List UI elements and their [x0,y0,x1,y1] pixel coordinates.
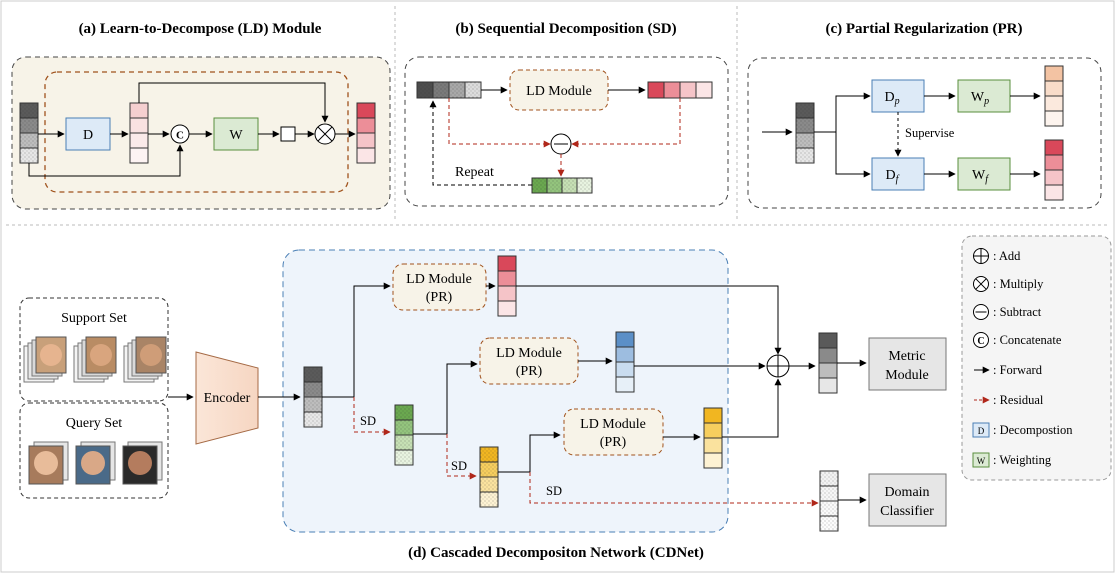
query-set-images [28,441,163,485]
decomposition-box-icon [972,422,990,438]
legend-concatenate: C : Concatenate [973,332,1062,348]
concatenate-icon [973,332,989,348]
wf-box [957,157,1011,191]
panel-c-shared-feature [1044,139,1064,201]
panel-c-input-feature [795,102,815,164]
legend-weighting: W : Weighting [972,452,1052,468]
svg-text:Encoder: Encoder [204,391,251,406]
svg-text:Classifier: Classifier [880,504,934,519]
ld-output-yellow [703,407,723,469]
svg-text:C: C [176,130,184,142]
ld-output-red [497,255,517,317]
legend-forward: : Forward [974,363,1043,377]
svg-text:Wp: Wp [971,90,989,107]
svg-text:Domain: Domain [884,485,929,500]
svg-text:Wf: Wf [972,168,989,185]
panel-b-frame [404,56,729,207]
svg-text:Query Set: Query Set [66,416,122,431]
sd-label-1: SD [360,414,376,428]
svg-text:Dp: Dp [884,90,899,107]
svg-text:: Decompostion: : Decompostion [993,423,1073,437]
panel-c-title: (c) Partial Regularization (PR) [825,21,1022,37]
df-box [871,157,925,191]
panel-b-output-feature [647,81,713,99]
panel-b-input-feature [416,81,482,99]
legend-decomposition: D : Decompostion [972,422,1073,438]
svg-text:: Weighting: : Weighting [993,453,1052,467]
svg-text:: Subtract: : Subtract [993,305,1042,319]
panel-a-d-box [65,117,111,151]
panel-d-title: (d) Cascaded Decompositon Network (CDNet… [408,545,704,561]
panel-a-frame [11,56,391,210]
svg-text:: Forward: : Forward [993,363,1043,377]
svg-text:LD Module: LD Module [496,346,562,361]
legend-box [961,235,1112,481]
sd-label-2: SD [451,459,467,473]
svg-text:: Multiply: : Multiply [993,277,1044,291]
cdnet-region [282,249,729,533]
panel-a-decomposed-feature [129,102,149,164]
svg-text:: Residual: : Residual [993,393,1044,407]
legend-subtract: : Subtract [973,304,1042,320]
svg-text:Df: Df [886,168,900,185]
panel-a-w-box [213,117,259,151]
ld-module-1 [392,263,487,311]
panel-a-input-feature [19,102,39,164]
ld-module-region [44,71,349,193]
weighting-box-icon [972,452,990,468]
panel-b-residual-feature [531,177,593,194]
svg-text:LD Module: LD Module [526,84,592,99]
svg-text:W: W [977,456,986,466]
domain-classifier [868,473,947,527]
svg-text:Module: Module [885,368,929,383]
encoded-feature [303,366,323,428]
sd-feature-yellow [479,446,499,508]
panel-a-output-feature [356,102,376,164]
sd-feature-green [394,404,414,466]
legend-residual: : Residual [974,393,1044,407]
svg-text:C: C [977,336,984,347]
ld-output-blue [615,331,635,393]
repeat-label: Repeat [455,165,494,180]
panel-a-weight-vector [280,126,296,142]
svg-text:: Add: : Add [993,249,1021,263]
svg-text:Metric: Metric [888,349,925,364]
encoder [195,351,259,445]
metric-module [868,337,947,391]
panel-a-title: (a) Learn-to-Decompose (LD) Module [79,21,322,37]
ld-module-3 [563,408,664,456]
panel-a-d-label: D [83,128,93,143]
svg-text:Support Set: Support Set [61,311,127,326]
svg-text:(PR): (PR) [516,364,543,379]
legend-add: : Add [973,248,1021,264]
residual-feature [819,470,839,532]
wp-box [957,79,1011,113]
panel-a-w-label: W [229,128,243,143]
panel-c-private-feature [1044,65,1064,127]
supervise-label: Supervise [905,126,955,140]
sd-label-3: SD [546,484,562,498]
fused-feature [818,332,838,394]
panel-b-title: (b) Sequential Decomposition (SD) [455,21,676,37]
support-set-images [23,336,167,383]
svg-text:(PR): (PR) [426,290,453,305]
svg-text:D: D [978,426,985,436]
svg-text:LD Module: LD Module [406,272,472,287]
svg-text:: Concatenate: : Concatenate [993,333,1062,347]
svg-text:(PR): (PR) [600,435,627,450]
legend-multiply: : Multiply [973,276,1044,292]
svg-text:LD Module: LD Module [580,417,646,432]
